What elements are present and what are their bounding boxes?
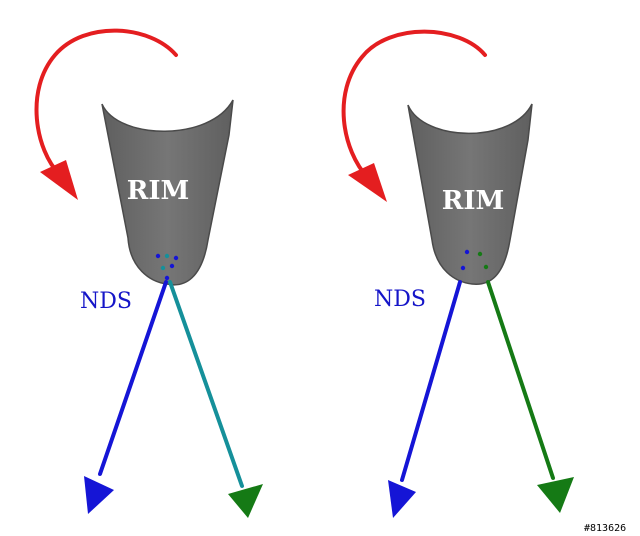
left-panel: RIM NDS [34, 28, 263, 518]
left-arrow-blue [98, 280, 168, 476]
right-rim-label: RIM [442, 186, 505, 216]
left-dot [173, 255, 179, 261]
right-arrowhead-green [537, 477, 574, 513]
left-dot [169, 263, 175, 269]
right-nds-label: NDS [374, 287, 426, 312]
left-arrowhead-blue [84, 476, 114, 514]
left-dot [155, 253, 161, 259]
left-dot [164, 253, 170, 259]
left-arrowhead-green [228, 484, 263, 518]
left-rim-funnel [101, 99, 234, 286]
right-rotation-arrowhead [348, 163, 387, 202]
left-dot [164, 275, 170, 281]
right-panel: RIM NDS [341, 29, 574, 518]
right-rotation-arrow [341, 29, 487, 180]
left-rotation-arrowhead [40, 160, 78, 200]
left-dot [160, 265, 166, 271]
right-arrowhead-blue [388, 480, 416, 518]
left-rotation-arrow [34, 28, 178, 177]
right-arrow-green [486, 280, 555, 480]
right-dot [483, 264, 489, 270]
right-dot [464, 249, 470, 255]
left-rim-label: RIM [127, 176, 190, 206]
right-dot [477, 251, 483, 257]
right-dot [460, 265, 466, 271]
left-arrow-teal [168, 280, 244, 488]
left-nds-label: NDS [80, 289, 132, 314]
right-rim-funnel [407, 103, 533, 285]
right-arrow-blue [400, 280, 462, 482]
watermark: #813626 [584, 523, 626, 534]
